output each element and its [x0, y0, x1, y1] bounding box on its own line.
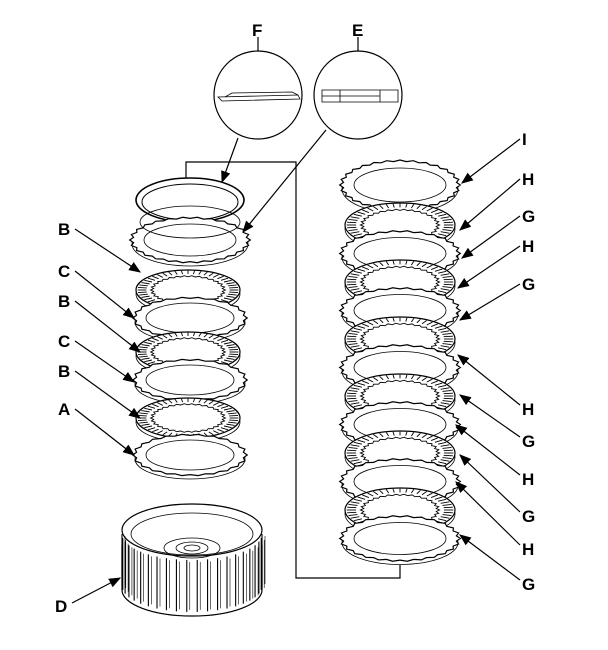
label-e: E	[352, 21, 363, 40]
label-right-top-1: H	[522, 170, 534, 189]
label-right-bottom-5: G	[522, 575, 535, 594]
label-right-bottom-0: H	[522, 400, 534, 419]
leader-right-bottom-1	[459, 394, 521, 438]
leader-right-bottom-3	[459, 454, 521, 513]
label-right-bottom-1: G	[522, 432, 535, 451]
label-left-5: A	[58, 400, 70, 419]
steel-plate	[131, 358, 249, 405]
label-right-top-4: G	[522, 275, 535, 294]
leader-right-bottom-0	[457, 354, 521, 406]
leader-right-top-0	[461, 138, 521, 184]
left-clutch-stack	[128, 177, 252, 480]
label-right-bottom-2: H	[522, 470, 534, 489]
label-f: F	[252, 21, 262, 40]
arrow-e	[242, 129, 327, 233]
leader-left-1	[74, 270, 135, 319]
label-left-3: C	[58, 332, 70, 351]
label-left-0: B	[58, 220, 70, 239]
label-right-bottom-4: H	[522, 540, 534, 559]
detail-circle-e	[313, 50, 403, 140]
leader-right-bottom-2	[455, 424, 521, 476]
leader-right-top-1	[459, 178, 521, 231]
steel-plate-g	[338, 515, 462, 565]
label-right-top-3: H	[522, 237, 534, 256]
clutch-drum	[121, 503, 266, 617]
leader-left-3	[74, 340, 135, 383]
leader-left-5	[74, 408, 135, 456]
end-plate-i	[338, 159, 462, 214]
leader-right-top-3	[457, 245, 521, 289]
label-left-2: B	[58, 292, 70, 311]
leader-right-bottom-4	[455, 481, 521, 546]
label-right-top-0: I	[522, 130, 527, 149]
leader-d	[71, 577, 122, 604]
label-d: D	[55, 597, 67, 616]
leader-left-2	[74, 300, 141, 353]
stack-connector-line	[185, 161, 401, 579]
leader-right-top-4	[458, 283, 521, 321]
label-left-4: B	[58, 362, 70, 381]
label-left-1: C	[58, 262, 70, 281]
leader-right-top-2	[461, 215, 521, 259]
detail-circle-f	[213, 50, 303, 140]
right-clutch-stack	[338, 159, 462, 565]
steel-plate	[131, 433, 249, 480]
leader-left-0	[74, 228, 142, 273]
snap-ring	[135, 177, 245, 223]
arrow-f	[221, 137, 239, 184]
leader-left-4	[74, 370, 141, 419]
end-plate	[128, 216, 252, 267]
label-right-bottom-3: G	[522, 507, 535, 526]
friction-disc-b	[135, 397, 241, 443]
leader-right-bottom-5	[459, 534, 521, 581]
label-right-top-2: G	[522, 207, 535, 226]
